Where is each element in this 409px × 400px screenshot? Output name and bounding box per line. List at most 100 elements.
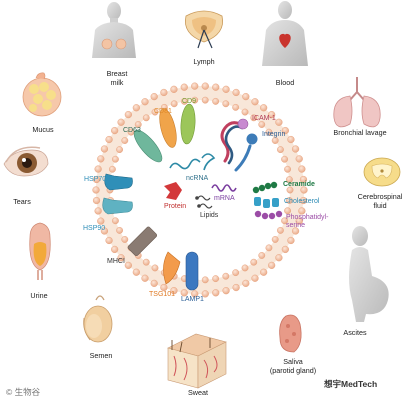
breast-milk-label: Breast milk xyxy=(106,69,128,87)
cholesterol-cluster xyxy=(254,197,279,208)
outer-lipid-head xyxy=(160,283,168,292)
outer-lipid-head xyxy=(287,236,295,245)
ncrna-icon xyxy=(169,153,216,171)
icam1-label: ICAM-1 xyxy=(252,115,276,122)
inner-lipid-head xyxy=(201,96,209,104)
sweat-icon xyxy=(167,333,227,389)
inner-lipid-head xyxy=(109,165,116,173)
inner-lipid-head xyxy=(212,275,220,283)
inner-lipid-head xyxy=(112,217,119,225)
outer-lipid-head xyxy=(92,175,101,184)
watermark-left: © 生物谷 xyxy=(6,387,41,397)
outer-lipid-head xyxy=(291,145,300,153)
outer-lipid-head xyxy=(105,135,113,144)
saliva-icon xyxy=(279,314,302,353)
inner-lipid-head xyxy=(151,264,159,272)
outer-lipid-head xyxy=(191,290,199,298)
bronchial-lavage-label: Bronchial lavage xyxy=(333,128,387,137)
ceramide-cluster xyxy=(252,181,278,194)
blood-label: Blood xyxy=(275,78,295,87)
outer-lipid-head xyxy=(299,175,308,184)
breast-milk-icon xyxy=(92,2,136,58)
outer-lipid-head xyxy=(97,217,105,225)
outer-lipid-head xyxy=(268,111,276,119)
inner-lipid-head xyxy=(212,97,220,105)
tears-label: Tears xyxy=(13,197,31,206)
cd81-protein xyxy=(159,108,177,148)
inner-lipid-head xyxy=(285,197,293,204)
outer-lipid-head xyxy=(295,217,303,225)
outer-lipid-head xyxy=(275,118,283,126)
inner-lipid-head xyxy=(142,114,150,122)
outer-lipid-head xyxy=(212,289,220,297)
outer-lipid-head xyxy=(232,283,240,292)
outer-lipid-head xyxy=(170,85,178,93)
inner-lipid-head xyxy=(232,269,240,277)
outer-lipid-head xyxy=(180,83,188,91)
outer-lipid-head xyxy=(300,186,308,194)
outer-lipid-head xyxy=(180,289,188,297)
icam1-protein xyxy=(220,118,249,165)
mrna-label: mRNA xyxy=(214,195,235,202)
inner-lipid-head xyxy=(258,252,266,259)
inner-lipid-head xyxy=(258,121,266,128)
outer-lipid-head xyxy=(260,104,268,112)
outer-lipid-head xyxy=(275,254,283,262)
outer-lipid-head xyxy=(132,104,140,112)
outer-lipid-head xyxy=(260,268,268,276)
watermark-right: 想宇MedTech xyxy=(324,379,378,389)
mhci-label: MHCI xyxy=(107,258,125,265)
urine-icon xyxy=(29,222,51,280)
inner-lipid-head xyxy=(232,103,240,111)
outer-lipid-head xyxy=(201,290,209,298)
ncrna-label: ncRNA xyxy=(186,175,209,182)
outer-lipid-head xyxy=(141,98,149,106)
outer-lipid-head xyxy=(222,85,230,93)
outer-lipid-head xyxy=(191,82,199,90)
saliva-label: Saliva (parotid gland) xyxy=(269,357,317,375)
mrna-icon xyxy=(211,184,237,192)
protein-label: Protein xyxy=(164,203,187,210)
ceramide-label: Ceramide xyxy=(283,181,315,188)
outer-lipid-head xyxy=(281,126,289,135)
ascites-icon xyxy=(349,226,389,322)
inner-lipid-head xyxy=(284,207,291,215)
outer-lipid-head xyxy=(298,165,306,173)
phosphatidylserine-cluster xyxy=(254,210,283,220)
inner-lipid-head xyxy=(134,121,142,128)
outer-lipid-head xyxy=(222,287,230,295)
inner-lipid-head xyxy=(170,100,178,108)
outer-lipid-head xyxy=(105,236,113,245)
outer-lipid-head xyxy=(281,245,289,254)
cholesterol-label: Cholesterol xyxy=(284,198,320,205)
outer-lipid-head xyxy=(111,245,119,254)
inner-lipid-head xyxy=(116,146,123,154)
inner-lipid-head xyxy=(201,276,209,284)
inner-lipid-head xyxy=(250,258,258,266)
inner-lipid-head xyxy=(222,272,230,280)
hsp90-protein xyxy=(102,197,133,215)
cd9-protein xyxy=(180,103,196,145)
inner-lipid-head xyxy=(281,155,288,163)
protein-icon xyxy=(164,182,182,200)
outer-lipid-head xyxy=(298,207,306,215)
tsg101-label: TSG101 xyxy=(149,291,176,298)
outer-lipid-head xyxy=(111,126,119,135)
inner-lipid-head xyxy=(121,236,129,243)
outer-lipid-head xyxy=(92,196,101,205)
inner-lipid-head xyxy=(277,226,284,234)
outer-lipid-head xyxy=(94,207,102,215)
lymph-icon xyxy=(185,10,223,49)
outer-lipid-head xyxy=(251,274,259,282)
outer-lipid-head xyxy=(242,279,250,287)
inner-lipid-head xyxy=(277,146,284,154)
inner-lipid-head xyxy=(180,97,188,105)
inner-lipid-head xyxy=(191,96,199,104)
lipids-label: Lipids xyxy=(200,212,219,219)
outer-lipid-head xyxy=(92,186,100,194)
outer-lipid-head xyxy=(117,254,125,262)
inner-lipid-head xyxy=(250,114,258,122)
inner-lipid-head xyxy=(121,137,129,144)
inner-lipid-head xyxy=(142,258,150,266)
inner-lipid-head xyxy=(265,244,273,252)
